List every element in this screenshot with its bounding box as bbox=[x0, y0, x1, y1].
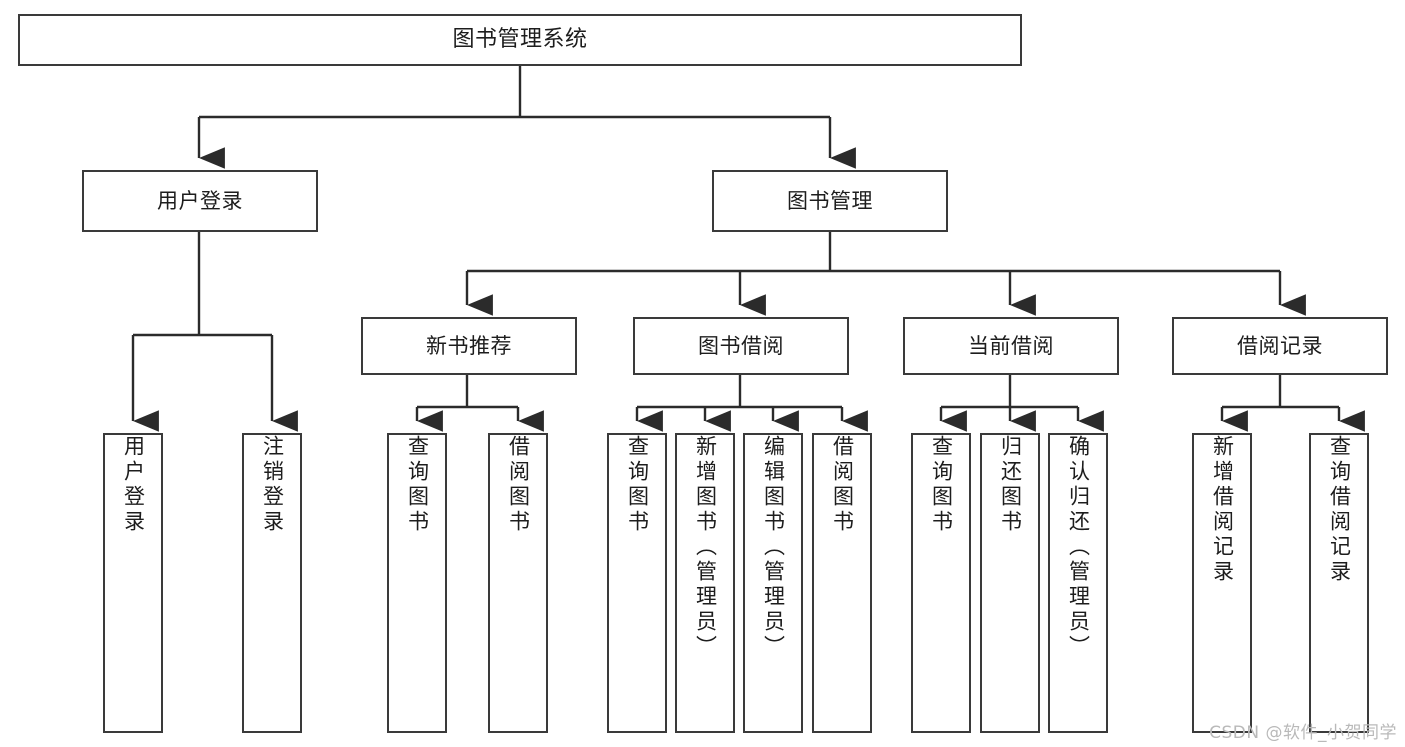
leaf-new-book-borrow[interactable]: 借阅图书 bbox=[488, 433, 548, 733]
node-new-book-recommend[interactable]: 新书推荐 bbox=[361, 317, 577, 375]
leaf-borrow-borrow-book-label: 借阅图书 bbox=[830, 435, 855, 535]
leaf-borrow-add-book[interactable]: 新增图书（管理员） bbox=[675, 433, 735, 733]
node-user-login-label: 用户登录 bbox=[157, 188, 243, 213]
leaf-current-return-book-label: 归还图书 bbox=[998, 435, 1023, 535]
leaf-borrow-query-book[interactable]: 查询图书 bbox=[607, 433, 667, 733]
leaf-new-book-query-label: 查询图书 bbox=[405, 435, 430, 535]
leaf-new-book-borrow-label: 借阅图书 bbox=[506, 435, 531, 535]
leaf-record-add[interactable]: 新增借阅记录 bbox=[1192, 433, 1252, 733]
node-user-login[interactable]: 用户登录 bbox=[82, 170, 318, 232]
node-root[interactable]: 图书管理系统 bbox=[18, 14, 1022, 66]
leaf-record-query-label: 查询借阅记录 bbox=[1327, 435, 1352, 585]
leaf-borrow-borrow-book[interactable]: 借阅图书 bbox=[812, 433, 872, 733]
leaf-current-query-book[interactable]: 查询图书 bbox=[911, 433, 971, 733]
leaf-current-query-book-label: 查询图书 bbox=[929, 435, 954, 535]
leaf-new-book-query[interactable]: 查询图书 bbox=[387, 433, 447, 733]
node-borrow-record[interactable]: 借阅记录 bbox=[1172, 317, 1388, 375]
leaf-current-confirm-return-label: 确认归还（管理员） bbox=[1066, 435, 1091, 660]
watermark: CSDN @软件_小贺同学 bbox=[1209, 723, 1397, 743]
leaf-borrow-edit-book-label: 编辑图书（管理员） bbox=[761, 435, 786, 660]
node-current-borrow-label: 当前借阅 bbox=[968, 333, 1054, 358]
node-current-borrow[interactable]: 当前借阅 bbox=[903, 317, 1119, 375]
leaf-current-confirm-return[interactable]: 确认归还（管理员） bbox=[1048, 433, 1108, 733]
node-book-management[interactable]: 图书管理 bbox=[712, 170, 948, 232]
leaf-user-login-signin-label: 用户登录 bbox=[121, 435, 146, 535]
leaf-user-login-signout[interactable]: 注销登录 bbox=[242, 433, 302, 733]
node-root-label: 图书管理系统 bbox=[452, 27, 588, 53]
leaf-user-login-signout-label: 注销登录 bbox=[260, 435, 285, 535]
leaf-current-return-book[interactable]: 归还图书 bbox=[980, 433, 1040, 733]
leaf-record-query[interactable]: 查询借阅记录 bbox=[1309, 433, 1369, 733]
node-book-borrow-label: 图书借阅 bbox=[698, 333, 784, 358]
leaf-record-add-label: 新增借阅记录 bbox=[1210, 435, 1235, 585]
leaf-borrow-add-book-label: 新增图书（管理员） bbox=[693, 435, 718, 660]
leaf-borrow-query-book-label: 查询图书 bbox=[625, 435, 650, 535]
node-borrow-record-label: 借阅记录 bbox=[1237, 333, 1323, 358]
node-book-management-label: 图书管理 bbox=[787, 188, 873, 213]
node-new-book-recommend-label: 新书推荐 bbox=[426, 333, 512, 358]
node-book-borrow[interactable]: 图书借阅 bbox=[633, 317, 849, 375]
leaf-borrow-edit-book[interactable]: 编辑图书（管理员） bbox=[743, 433, 803, 733]
leaf-user-login-signin[interactable]: 用户登录 bbox=[103, 433, 163, 733]
